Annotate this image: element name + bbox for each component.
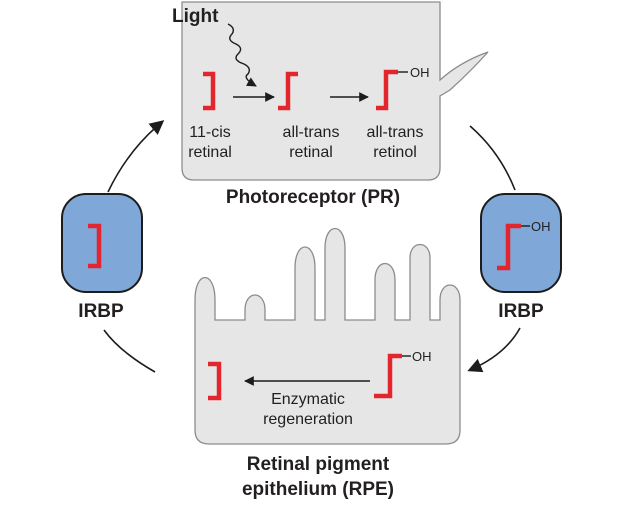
irbp-right-label: IRBP [498, 301, 544, 322]
rpe-cell [194, 228, 461, 445]
light-wave-arrow [227, 23, 257, 87]
rpe-retinoid-all-trans-retinol [374, 353, 402, 399]
label-regeneration: regeneration [263, 411, 353, 428]
oh-label-retinol: OH [410, 65, 430, 80]
label-all-trans-retinol: retinol [373, 144, 417, 161]
retinoid-11-cis-retinal [203, 71, 216, 111]
photoreceptor-cell [181, 1, 489, 181]
rpe-retinoid-11-cis [208, 361, 222, 401]
cycle-arc-pr-to-irbp-right [469, 125, 516, 191]
label-all-trans-2: all-trans [367, 124, 424, 141]
label-all-trans-1: all-trans [283, 124, 340, 141]
label-11-cis: 11-cis [189, 124, 231, 141]
oh-label-rpe: OH [412, 349, 432, 364]
oh-label-irbp-right: OH [531, 219, 551, 234]
irbp-right-box [480, 193, 562, 293]
irbp-left-box [61, 193, 143, 293]
retinoid-all-trans-retinal [278, 71, 298, 111]
light-label: Light [172, 6, 219, 27]
irbp-left-label: IRBP [78, 301, 124, 322]
cycle-arc-irbp-right-to-rpe [467, 327, 521, 373]
photoreceptor-title: Photoreceptor (PR) [226, 187, 400, 208]
rpe-title-line1: Retinal pigment [247, 454, 390, 475]
irbp-right-retinoid [497, 223, 521, 271]
label-enzymatic: Enzymatic [271, 391, 345, 408]
label-all-trans-retinal: retinal [289, 144, 333, 161]
retinoid-all-trans-retinol [376, 69, 398, 111]
cycle-arc-irbp-left-to-pr [107, 120, 165, 193]
label-11-cis-retinal: retinal [188, 144, 232, 161]
rpe-title-line2: epithelium (RPE) [242, 479, 394, 500]
cycle-arc-rpe-to-irbp-left [103, 329, 156, 373]
irbp-left-retinoid [88, 223, 102, 269]
